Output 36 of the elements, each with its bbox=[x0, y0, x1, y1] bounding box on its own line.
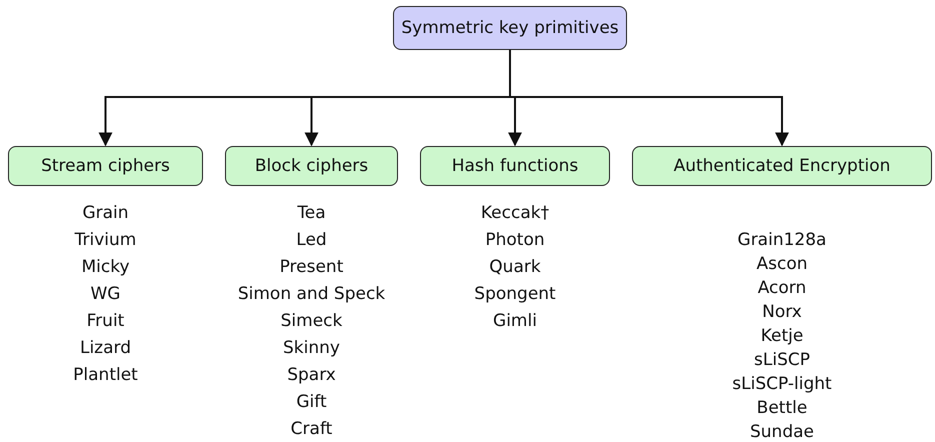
arrow bbox=[509, 50, 789, 146]
primitive-name: sLiSCP bbox=[754, 349, 810, 372]
primitive-name: Craft bbox=[290, 418, 332, 441]
root-box: Symmetric key primitives bbox=[393, 6, 627, 50]
primitive-name: Led bbox=[296, 229, 327, 252]
primitive-name: Simon and Speck bbox=[238, 283, 386, 306]
primitive-name: Sundae bbox=[750, 421, 814, 442]
primitive-name: Keccak† bbox=[480, 202, 550, 225]
primitive-name: Quark bbox=[489, 256, 541, 279]
primitive-name: sLiSCP-light bbox=[732, 373, 832, 396]
primitive-name: Ascon bbox=[756, 253, 808, 276]
primitive-name: Bettle bbox=[756, 397, 808, 420]
primitive-name: Present bbox=[280, 256, 344, 279]
primitive-name: Gimli bbox=[493, 310, 537, 333]
primitive-name: Simeck bbox=[280, 310, 342, 333]
primitive-name: Photon bbox=[485, 229, 545, 252]
primitive-name: Trivium bbox=[74, 229, 136, 252]
primitive-name: Skinny bbox=[283, 337, 340, 360]
primitive-name: Plantlet bbox=[73, 364, 138, 387]
category-box: Stream ciphers bbox=[8, 146, 203, 186]
primitive-name: Gift bbox=[296, 391, 327, 414]
primitive-name: Tea bbox=[297, 202, 326, 225]
primitive-name: Grain bbox=[82, 202, 129, 225]
category-box: Hash functions bbox=[420, 146, 610, 186]
primitive-name: Norx bbox=[762, 301, 802, 324]
primitive-name: Ketje bbox=[760, 325, 804, 348]
primitive-name: WG bbox=[90, 283, 120, 306]
primitive-name: Lizard bbox=[80, 337, 132, 360]
primitive-name: Grain128a bbox=[738, 229, 826, 252]
category-box: Block ciphers bbox=[225, 146, 398, 186]
primitive-name: Fruit bbox=[86, 310, 124, 333]
primitive-name: Spongent bbox=[474, 283, 556, 306]
primitive-name: Micky bbox=[81, 256, 130, 279]
category-box: Authenticated Encryption bbox=[632, 146, 932, 186]
primitive-name: Sparx bbox=[287, 364, 336, 387]
primitive-name: Acorn bbox=[758, 277, 806, 300]
